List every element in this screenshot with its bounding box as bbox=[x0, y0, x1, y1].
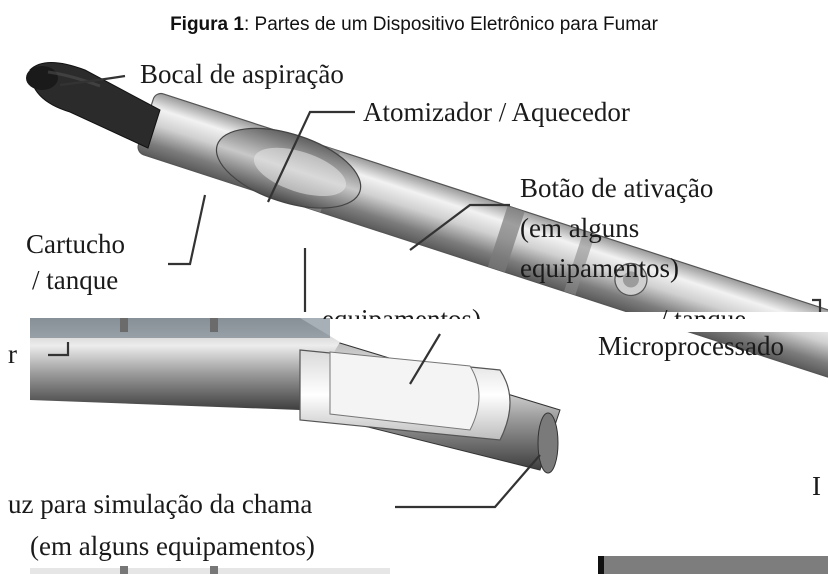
figure-title: Figura 1: Partes de um Dispositivo Eletr… bbox=[0, 14, 828, 36]
label-led-line2: (em alguns equipamentos) bbox=[30, 531, 315, 561]
label-fragment-tanque: / tanque bbox=[660, 304, 747, 319]
label-mouthpiece: Bocal de aspiração bbox=[140, 59, 344, 89]
label-fragment-l: I bbox=[812, 471, 821, 501]
label-fragment-equipamentos: equipamentos) bbox=[322, 304, 481, 319]
lower-device-body bbox=[30, 318, 561, 474]
label-cartridge-line1: Cartucho bbox=[26, 229, 125, 259]
label-activation-button-line3: equipamentos) bbox=[520, 253, 679, 283]
leader-lines bbox=[48, 74, 822, 509]
label-led-line1: uz para simulação da chama bbox=[8, 489, 313, 519]
figure-number: Figura 1 bbox=[170, 14, 244, 35]
label-activation-button-line2: (em alguns bbox=[520, 213, 640, 243]
label-cartridge-line2: / tanque bbox=[32, 265, 119, 295]
label-atomizer: Atomizador / Aquecedor bbox=[363, 97, 630, 127]
label-microprocessor: Microprocessado bbox=[598, 331, 784, 361]
figure-caption: : Partes de um Dispositivo Eletrônico pa… bbox=[243, 14, 658, 35]
label-fragment-r: r bbox=[8, 339, 17, 369]
label-activation-button-line1: Botão de ativação bbox=[520, 173, 714, 203]
